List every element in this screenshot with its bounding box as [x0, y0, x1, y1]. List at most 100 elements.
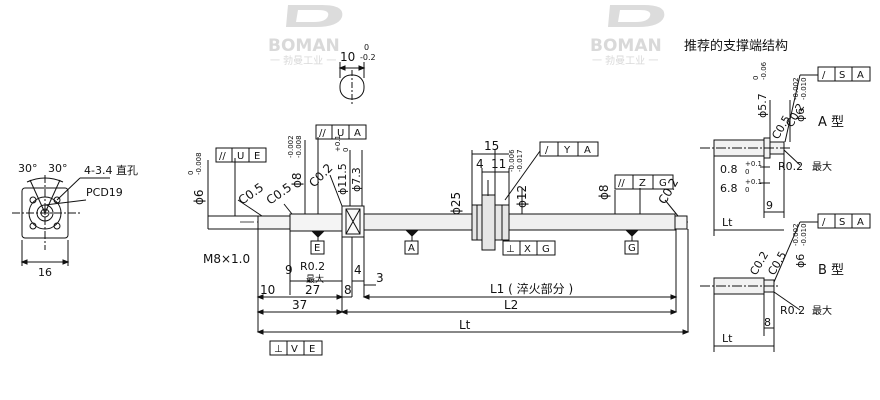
fcf6-datum: E [309, 344, 315, 355]
datum-e-label: E [314, 243, 320, 254]
angle-label: 30° [48, 162, 68, 175]
section-tol-bottom: -0.2 [360, 53, 376, 62]
type-a-label: A 型 [818, 115, 844, 130]
c05-label-a: C0.5 [236, 180, 267, 207]
fcf1-symbol: // [219, 151, 226, 162]
l1-label: L1 ( 淬火部分 ) [490, 281, 573, 296]
fcf3-symbol: / [545, 145, 549, 156]
angle-label: 30° [18, 162, 38, 175]
fcf6-value: V [291, 344, 298, 355]
d12-tol-low: -0.017 [516, 149, 524, 172]
d115-tol-low: 0 [342, 148, 350, 152]
d12-tol: -0.006 [508, 149, 516, 172]
datum-a-label: A [408, 243, 415, 254]
fcf4-value: X [524, 244, 531, 255]
shaft-leaders [207, 137, 689, 332]
d25-label: ϕ25 [449, 192, 463, 215]
support-type-b [700, 221, 818, 352]
section-view [338, 62, 366, 105]
d8-tol-low: -0.008 [295, 135, 303, 158]
sa-d68-tol: +0.1 [745, 178, 762, 186]
sa-max: 最大 [812, 160, 832, 173]
dim9: 9 [285, 263, 293, 277]
dim4b: 4 [354, 263, 362, 277]
sa-d6-tol: -0.002 [792, 77, 800, 100]
bottom-dim-labels: 10 9 27 37 8 4 3 L1 ( 淬火部分 ) L2 Lt [260, 263, 573, 332]
type-b-label: B 型 [818, 263, 844, 278]
sa-d68-tol-low: 0 [745, 186, 749, 194]
fcf4-datum: G [542, 244, 550, 255]
fcf7-value: S [839, 70, 845, 81]
pcd-label: PCD19 [86, 186, 123, 199]
shaft-labels: ϕ6 0 -0.008 C0.5 C0.5 ϕ8 -0.002 -0.008 C… [187, 135, 681, 285]
sa-d9: 9 [766, 199, 773, 212]
support-title: 推荐的支撑端结构 [684, 38, 788, 54]
fcf4-symbol: ⊥ [506, 244, 515, 255]
dim4: 4 [476, 157, 484, 171]
dim3: 3 [376, 271, 384, 285]
max-label: 最大 [306, 273, 324, 285]
fcf5-symbol: // [618, 178, 625, 189]
fcf2-symbol: // [319, 128, 326, 139]
sb-max: 最大 [812, 304, 832, 317]
fcf2-value: U [337, 128, 344, 139]
sa-d6-tol-low: -0.010 [800, 77, 808, 100]
watermark-sub: 一 勃曼工业 一 [592, 54, 658, 67]
sa-d57-tol-low: -0.06 [760, 61, 768, 80]
dim27: 27 [305, 283, 320, 297]
d115-tol: +0.1 [334, 135, 342, 152]
fcf1-value: U [237, 151, 244, 162]
sa-d08: 0.8 [720, 163, 738, 176]
width-dim: 16 [38, 266, 52, 279]
fcf5-datum: G [659, 178, 667, 189]
watermark-left: BOMAN 一 勃曼工业 一 [268, 5, 343, 67]
r02-label: R0.2 [300, 260, 325, 273]
c02-label: C0.2 [306, 161, 335, 190]
dim11: 11 [491, 157, 506, 171]
sb-d8: 8 [764, 316, 771, 329]
sb-d6: ϕ6 [794, 254, 807, 268]
flange-end-view [12, 175, 110, 266]
fcf1-datum: E [254, 151, 260, 162]
fcf7-datum: A [857, 70, 864, 81]
d8-label: ϕ8 [290, 172, 304, 188]
sa-d68: 6.8 [720, 182, 738, 195]
m8-label: M8×1.0 [203, 252, 250, 266]
fcf5-value: Z [639, 178, 646, 189]
sb-r02: R0.2 [780, 304, 805, 317]
dim8: 8 [344, 283, 352, 297]
watermark-right: BOMAN 一 勃曼工业 一 [590, 5, 665, 67]
sa-r02: R0.2 [778, 160, 803, 173]
dim10: 10 [260, 283, 275, 297]
boman-logo-icon [286, 5, 343, 27]
shaft-body [240, 194, 688, 251]
watermark-brand: BOMAN [268, 36, 340, 56]
watermark-brand: BOMAN [590, 36, 662, 56]
dim15: 15 [484, 139, 499, 153]
l2-label: L2 [504, 298, 518, 312]
fcf3-datum: A [584, 145, 591, 156]
sa-d6: ϕ6 [794, 108, 807, 122]
sb-d6-tol: -0.002 [792, 223, 800, 246]
support-a-labels: A 型 ϕ5.7 0 -0.06 C0.5 C0.2 ϕ6 -0.002 -0.… [720, 61, 844, 229]
fcf6-symbol: ⊥ [274, 344, 283, 355]
dim37: 37 [292, 298, 307, 312]
fcf8-value: S [839, 217, 845, 228]
sa-d08-tol-low: 0 [745, 168, 749, 176]
sa-lt: Lt [722, 216, 733, 229]
bottom-dimensions [256, 280, 690, 335]
sb-c05: C0.5 [765, 249, 789, 277]
fcf2-datum: A [354, 128, 361, 139]
d12-label: ϕ12 [515, 185, 529, 208]
datum-markers [310, 229, 640, 255]
fcf-group [215, 66, 871, 356]
fcf3-value: Y [563, 145, 571, 156]
fcf8-symbol: / [822, 217, 826, 228]
sa-d57: ϕ5.7 [756, 93, 769, 118]
section-dim: 10 [340, 50, 355, 64]
hole-label: 4-3.4 直孔 [84, 163, 138, 177]
d115-label: ϕ11.5 [336, 163, 349, 195]
sb-d6-tol-low: -0.010 [800, 223, 808, 246]
d6-tol: 0 [187, 171, 195, 175]
